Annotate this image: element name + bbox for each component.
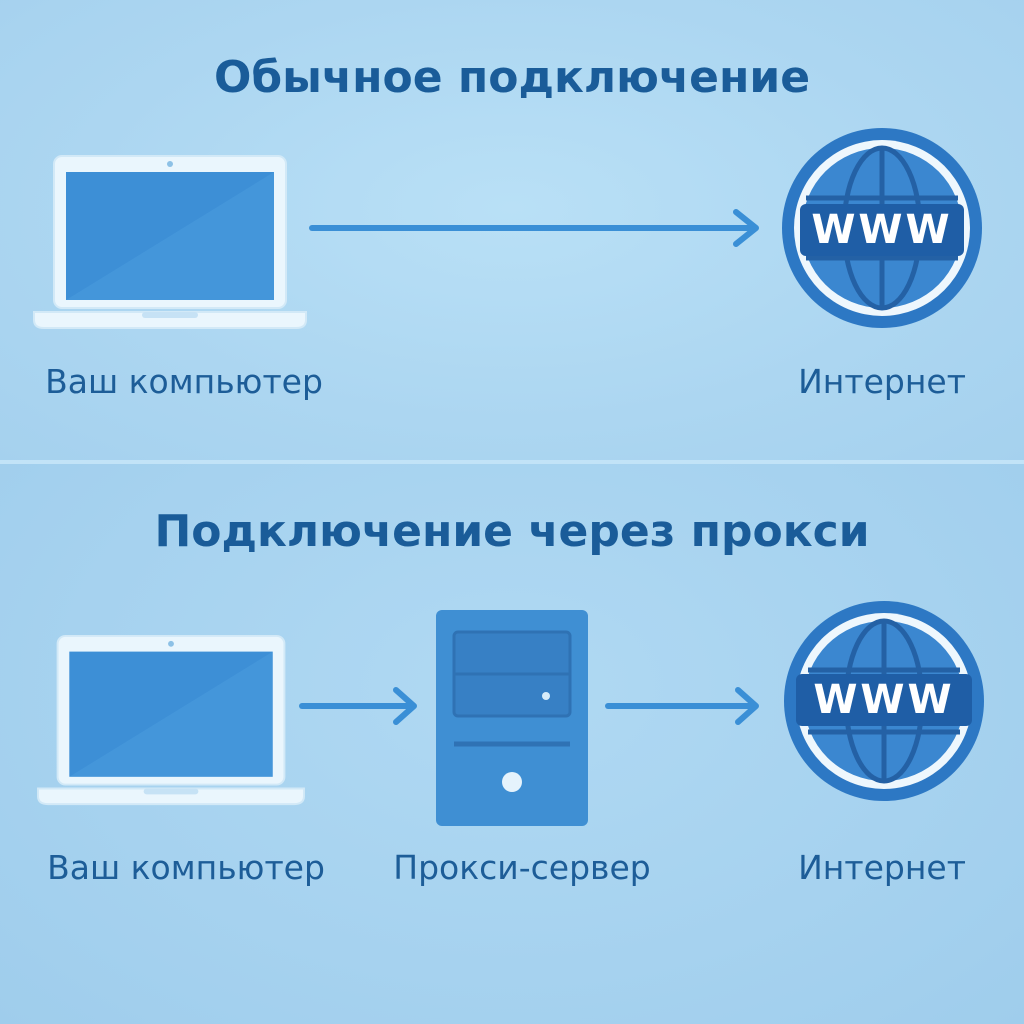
arrow-right-icon	[605, 687, 759, 725]
section-divider	[0, 460, 1024, 464]
computer-label: Ваш компьютер	[45, 362, 323, 401]
laptop-icon	[37, 634, 305, 806]
globe-label-www: WWW	[811, 207, 953, 253]
internet-label: Интернет	[798, 362, 966, 401]
direct-connection-title: Обычное подключение	[213, 52, 811, 103]
internet-label: Интернет	[798, 848, 966, 887]
arrow-right-icon	[299, 687, 417, 725]
computer-label: Ваш компьютер	[47, 848, 325, 887]
server-tower-icon	[436, 610, 588, 826]
arrow-right-icon	[309, 209, 759, 247]
laptop-icon	[33, 155, 307, 329]
proxy-connection-title: Подключение через прокси	[154, 506, 870, 557]
www-globe-icon: WWW	[782, 596, 986, 806]
proxy-server-label: Прокси-сервер	[393, 848, 651, 887]
www-globe-icon: WWW	[780, 126, 984, 330]
globe-label-www: WWW	[813, 677, 955, 723]
